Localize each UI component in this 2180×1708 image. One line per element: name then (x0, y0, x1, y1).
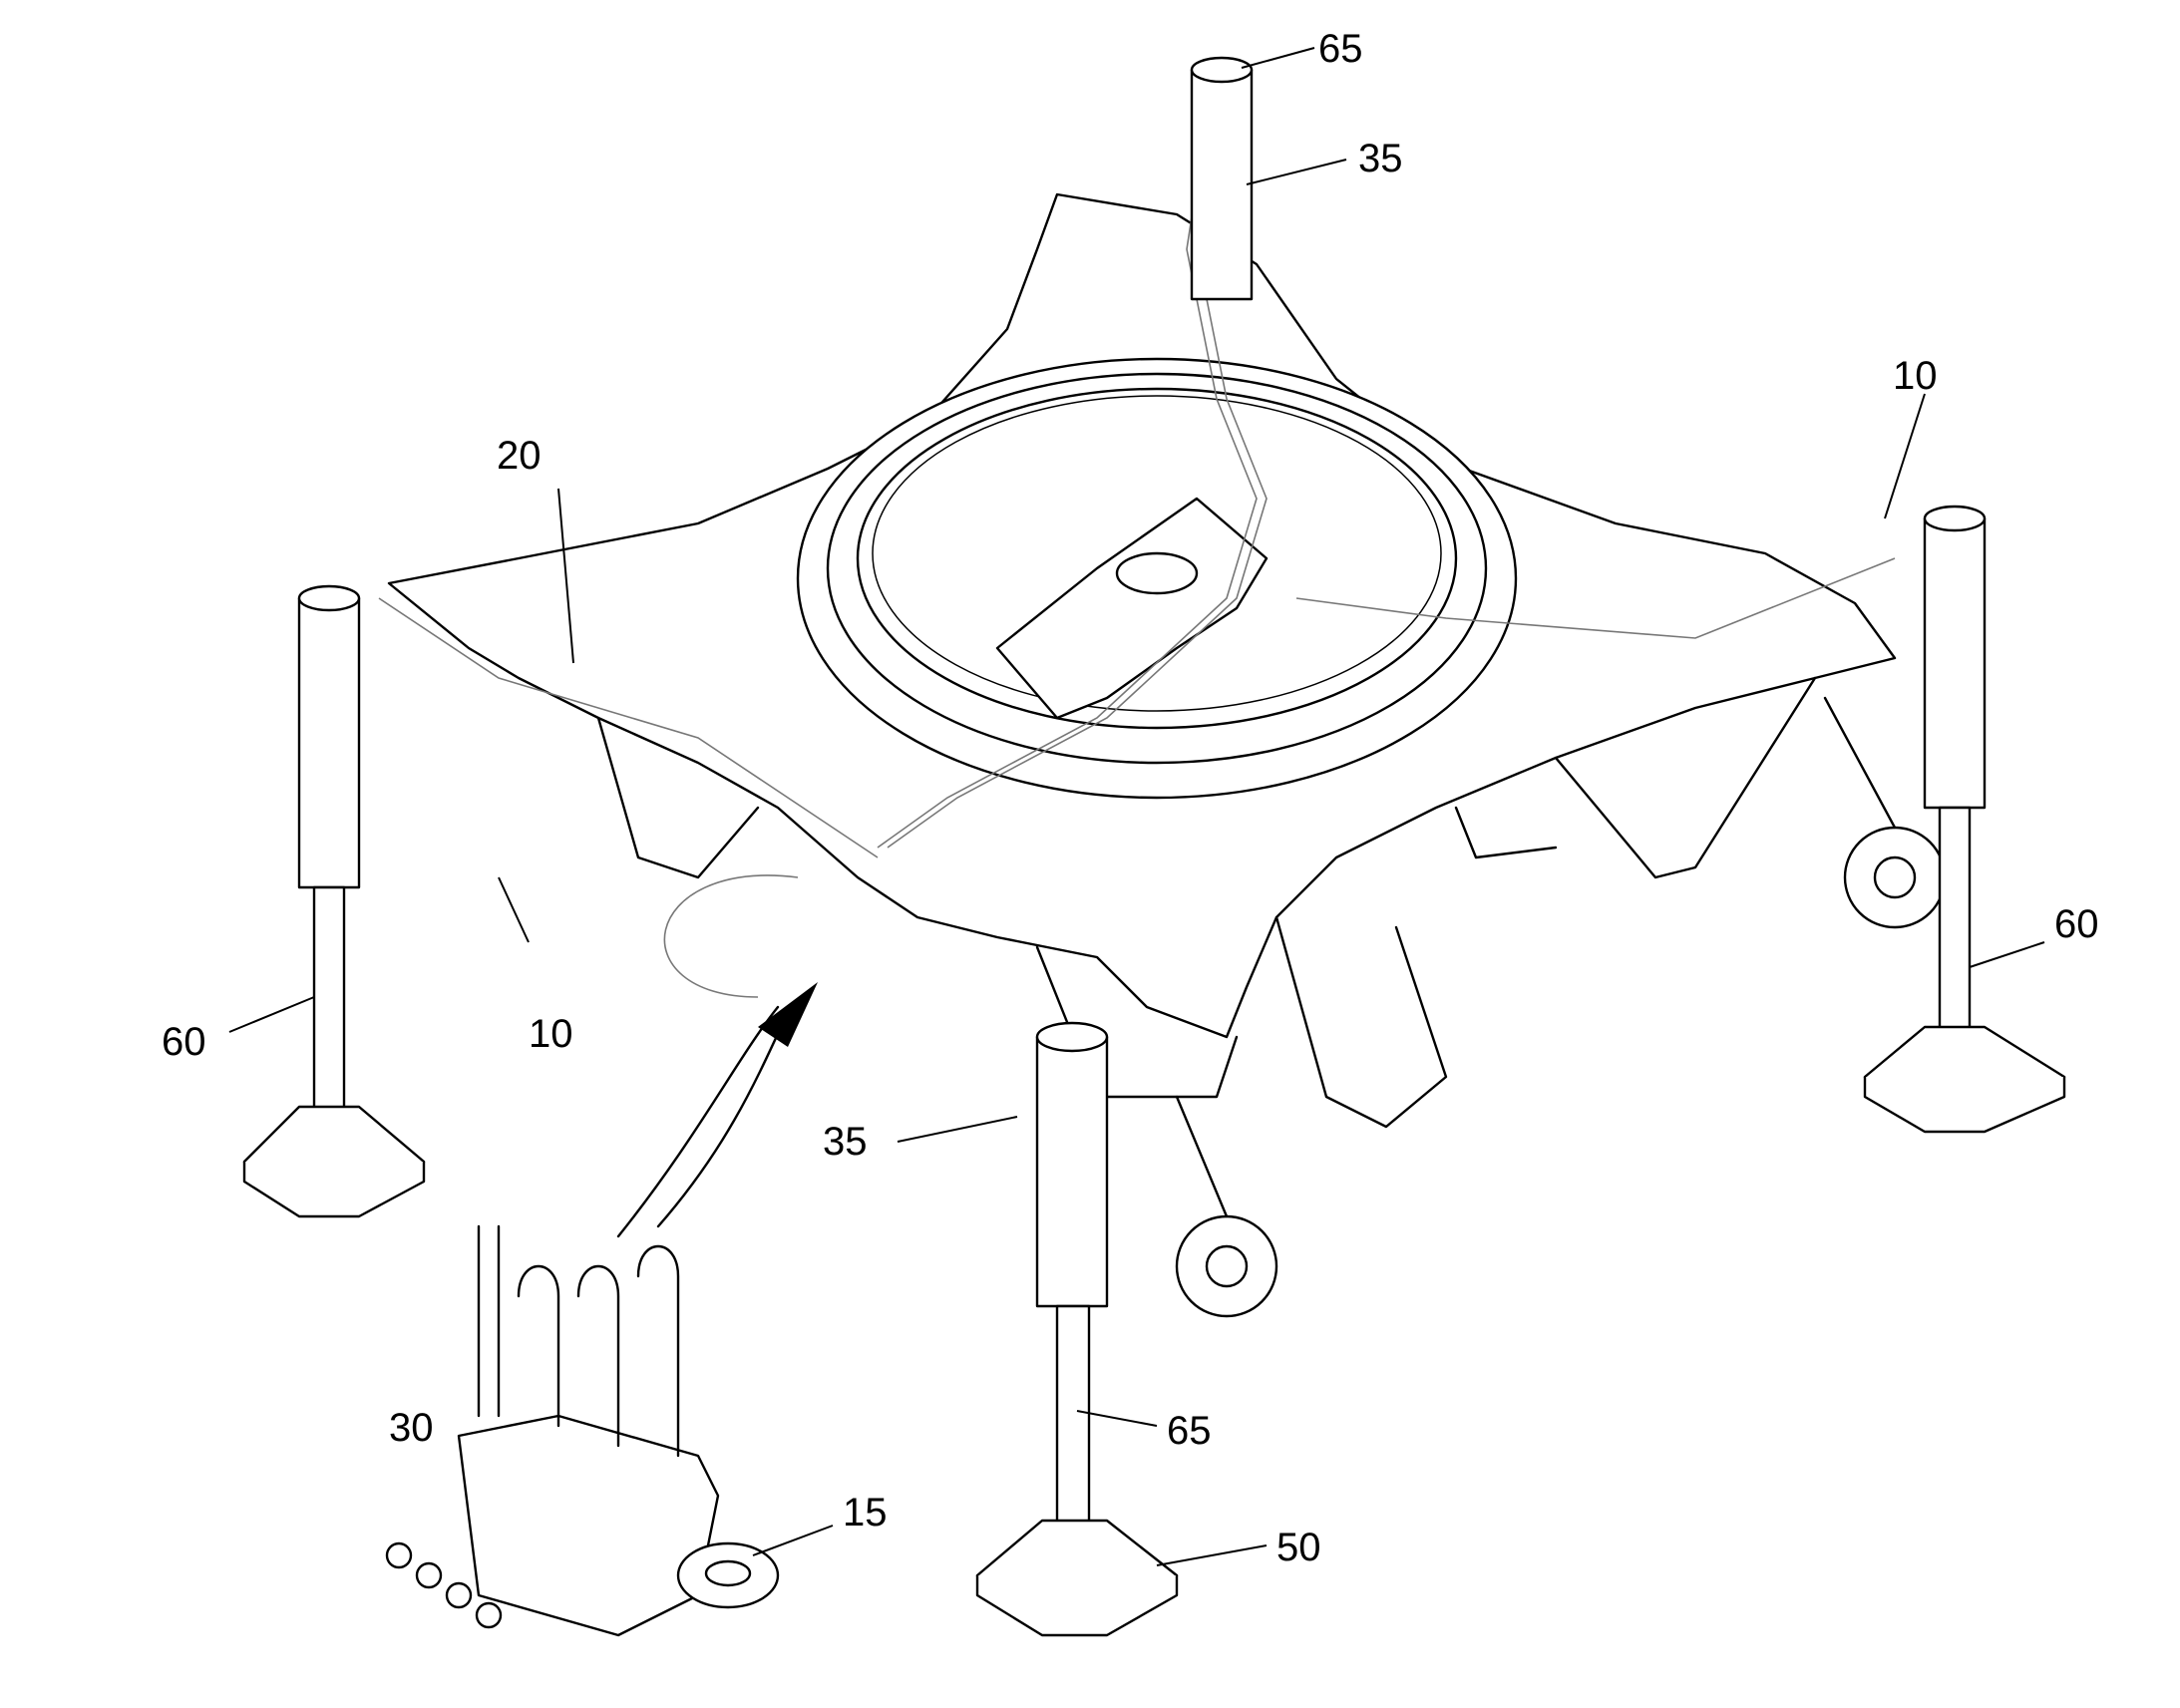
support-leg-front (975, 1021, 1179, 1637)
label-left-10: 10 (529, 1012, 573, 1056)
valve-block-detail (385, 1224, 780, 1637)
label-left-20: 20 (497, 434, 542, 478)
detail-arrow (616, 982, 818, 1238)
label-front-65: 65 (1167, 1409, 1212, 1453)
base-frame (387, 192, 1947, 1318)
label-detail-15: 15 (843, 1491, 888, 1535)
label-left-60: 60 (162, 1020, 206, 1064)
label-front-35: 35 (823, 1120, 868, 1164)
label-top-65: 65 (1318, 27, 1363, 71)
support-leg-rear (1190, 56, 1254, 301)
label-right-10: 10 (1893, 354, 1938, 398)
label-top-35: 35 (1358, 137, 1403, 180)
reference-numerals: 65 35 10 20 10 60 60 35 65 30 15 50 (162, 27, 2099, 1569)
label-detail-30: 30 (389, 1406, 434, 1450)
label-right-60: 60 (2054, 902, 2099, 946)
label-front-50: 50 (1276, 1526, 1321, 1569)
support-leg-left (242, 584, 426, 1218)
support-leg-right (1863, 505, 2066, 1134)
leader-lines (228, 47, 2045, 1566)
